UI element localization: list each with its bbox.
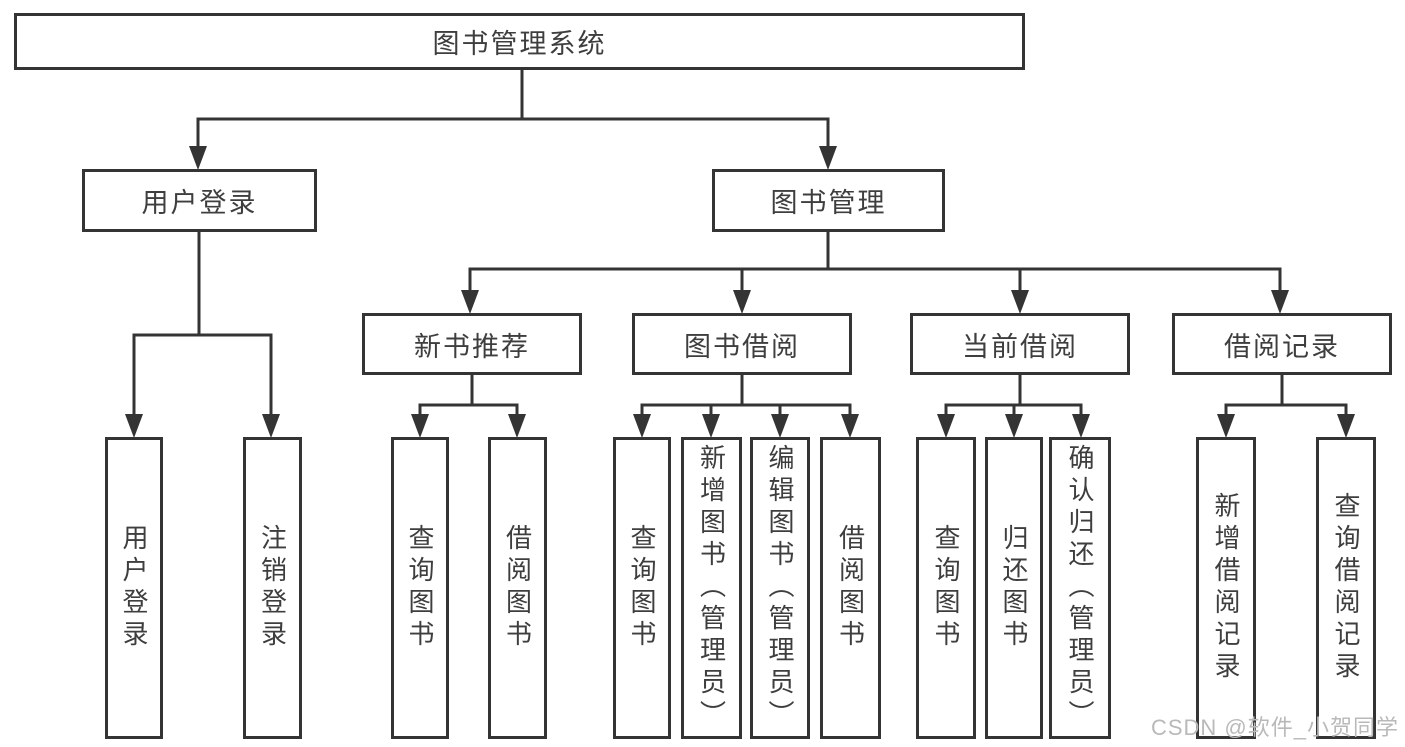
leaf-return-books: 归还图书 xyxy=(985,437,1043,739)
leaf-borrow-books-recommend: 借阅图书 xyxy=(488,437,547,739)
node-user-login-label: 用户登录 xyxy=(141,188,258,218)
leaf-add-books-admin: 新增图书（管理员） xyxy=(681,437,742,739)
node-borrowing-records: 借阅记录 xyxy=(1172,313,1392,375)
node-book-management-label: 图书管理 xyxy=(770,188,887,218)
leaf-query-books-borrowing-label: 查询图书 xyxy=(627,524,657,652)
leaf-edit-books-admin: 编辑图书（管理员） xyxy=(750,437,810,739)
leaf-user-login-label: 用户登录 xyxy=(119,524,149,652)
leaf-user-login: 用户登录 xyxy=(105,437,163,739)
node-new-book-recommendation: 新书推荐 xyxy=(362,313,582,375)
node-book-borrowing: 图书借阅 xyxy=(632,313,852,375)
leaf-query-books-current: 查询图书 xyxy=(916,437,976,739)
leaf-add-borrow-record: 新增借阅记录 xyxy=(1196,437,1256,739)
node-current-borrowing-label: 当前借阅 xyxy=(962,331,1078,362)
csdn-watermark: CSDN @软件_小贺同学 xyxy=(1150,715,1399,740)
node-current-borrowing: 当前借阅 xyxy=(910,313,1130,375)
leaf-return-books-label: 归还图书 xyxy=(999,524,1029,652)
leaf-query-books-recommend-label: 查询图书 xyxy=(405,524,435,652)
leaf-add-books-admin-label: 新增图书（管理员） xyxy=(696,444,727,732)
leaf-query-books-current-label: 查询图书 xyxy=(931,524,961,652)
node-book-management: 图书管理 xyxy=(712,169,945,232)
node-user-login: 用户登录 xyxy=(82,169,317,232)
leaf-borrow-books-borrowing-label: 借阅图书 xyxy=(835,524,866,652)
leaf-confirm-return-admin: 确认归还（管理员） xyxy=(1049,437,1111,739)
node-new-book-recommendation-label: 新书推荐 xyxy=(414,331,530,362)
leaf-add-borrow-record-label: 新增借阅记录 xyxy=(1211,492,1241,684)
leaf-query-books-borrowing: 查询图书 xyxy=(613,437,671,739)
leaf-query-borrow-record-label: 查询借阅记录 xyxy=(1331,492,1361,684)
node-borrowing-records-label: 借阅记录 xyxy=(1224,331,1340,362)
root-node-library-management-system: 图书管理系统 xyxy=(14,13,1025,70)
root-node-label: 图书管理系统 xyxy=(432,29,607,59)
leaf-edit-books-admin-label: 编辑图书（管理员） xyxy=(765,444,795,732)
leaf-query-borrow-record: 查询借阅记录 xyxy=(1316,437,1376,739)
leaf-logout-label: 注销登录 xyxy=(257,524,288,652)
leaf-logout: 注销登录 xyxy=(243,437,302,739)
leaf-query-books-recommend: 查询图书 xyxy=(391,437,449,739)
leaf-confirm-return-admin-label: 确认归还（管理员） xyxy=(1065,444,1095,732)
node-book-borrowing-label: 图书借阅 xyxy=(684,331,800,362)
leaf-borrow-books-recommend-label: 借阅图书 xyxy=(502,524,533,652)
leaf-borrow-books-borrowing: 借阅图书 xyxy=(820,437,881,739)
